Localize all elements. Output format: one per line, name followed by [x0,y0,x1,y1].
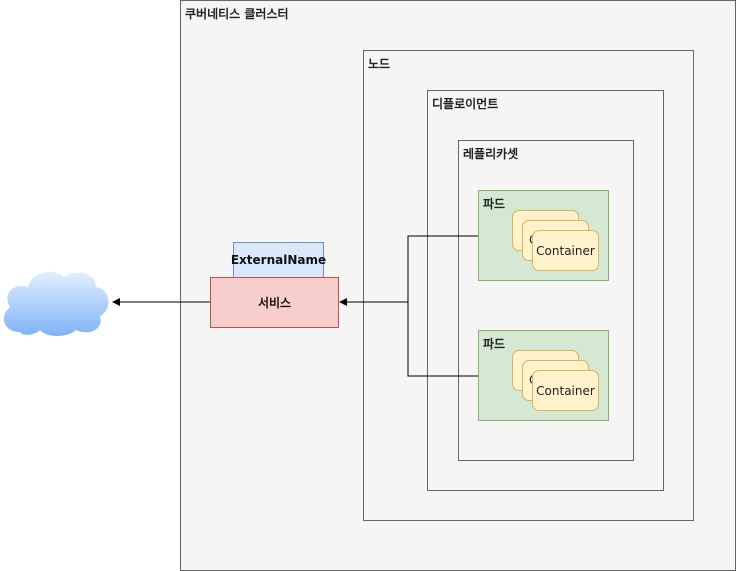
cluster-label: 쿠버네티스 클러스터 [185,7,289,21]
pod-label: 파드 [483,337,506,351]
container-front: Container [532,230,599,271]
pod-2-connector [407,302,478,377]
service-label: 서비스 [257,296,292,310]
pod-1: 파드 C Container [478,190,609,281]
pod-1-connector [407,235,478,302]
cloud-arrowhead [112,298,120,306]
pod-2: 파드 C Container [478,330,609,421]
cloud-icon [3,271,109,336]
container-front: Container [532,370,599,411]
node-label: 노드 [368,57,391,71]
pod-label: 파드 [483,197,506,211]
container-label: Container [536,383,595,398]
external-name-box: ExternalName [230,242,327,278]
service-box: 서비스 [210,277,339,328]
service-arrowhead [339,298,347,306]
replicaset-label: 레플리카셋 [463,147,519,161]
container-label: Container [536,243,595,258]
deployment-label: 디플로이먼트 [432,97,499,111]
external-name-label: ExternalName [230,253,327,267]
